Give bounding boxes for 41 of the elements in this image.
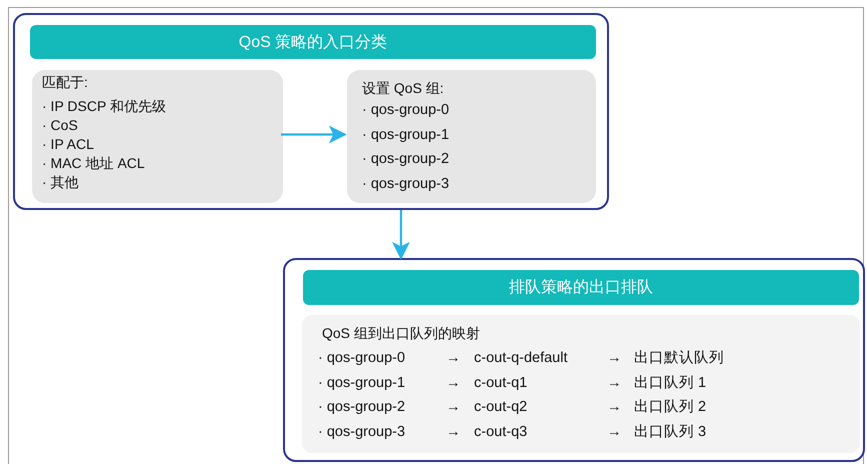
heading-band: 排队策略的出口排队 — [303, 270, 859, 305]
list-item: · 其他 — [42, 174, 79, 191]
list-item: · qos-group-0 — [362, 102, 450, 119]
arrow-glyph: → — [446, 374, 460, 392]
flow-arrow — [392, 210, 410, 260]
list-item: c-out-q2 — [474, 399, 528, 416]
list-item: · qos-group-3 — [362, 176, 450, 192]
list-item: 出口队列 2 — [634, 399, 706, 416]
list-item: c-out-q3 — [474, 424, 528, 440]
list-item: 出口默认队列 — [634, 350, 724, 367]
content-panel — [32, 70, 283, 203]
arrow-glyph: → — [607, 424, 622, 440]
list-item: · CoS — [42, 117, 78, 134]
list-item: · qos-group-0 — [318, 350, 406, 367]
list-item: · qos-group-2 — [318, 399, 406, 416]
policy-container — [13, 13, 609, 210]
arrow-glyph: → — [607, 374, 622, 392]
list-item: c-out-q-default — [474, 350, 568, 367]
flow-arrow — [281, 126, 347, 144]
content-panel — [347, 70, 596, 203]
list-item: · qos-group-3 — [318, 424, 406, 440]
list-item: 出口队列 1 — [634, 374, 706, 392]
arrow-glyph: → — [446, 399, 460, 416]
list-item: 出口队列 3 — [634, 424, 706, 440]
list-item: · MAC 地址 ACL — [42, 155, 145, 172]
mapping-panel — [302, 315, 860, 453]
arrow-glyph: → — [446, 424, 460, 440]
list-item: · IP DSCP 和优先级 — [42, 98, 166, 115]
arrow-glyph: → — [607, 399, 622, 416]
arrow-glyph: → — [607, 350, 622, 367]
panel-heading: QoS 组到出口队列的映射 — [322, 325, 480, 342]
panel-heading: 设置 QoS 组: — [362, 80, 444, 97]
list-item: · IP ACL — [42, 136, 94, 153]
list-item: c-out-q1 — [474, 374, 528, 392]
policy-container — [283, 258, 865, 462]
arrow-glyph: → — [446, 350, 460, 367]
list-item: · qos-group-2 — [362, 151, 450, 168]
heading-band: QoS 策略的入口分类 — [30, 25, 596, 59]
list-item: · qos-group-1 — [362, 126, 450, 144]
panel-heading: 匹配于: — [42, 74, 88, 91]
list-item: · qos-group-1 — [318, 374, 406, 392]
